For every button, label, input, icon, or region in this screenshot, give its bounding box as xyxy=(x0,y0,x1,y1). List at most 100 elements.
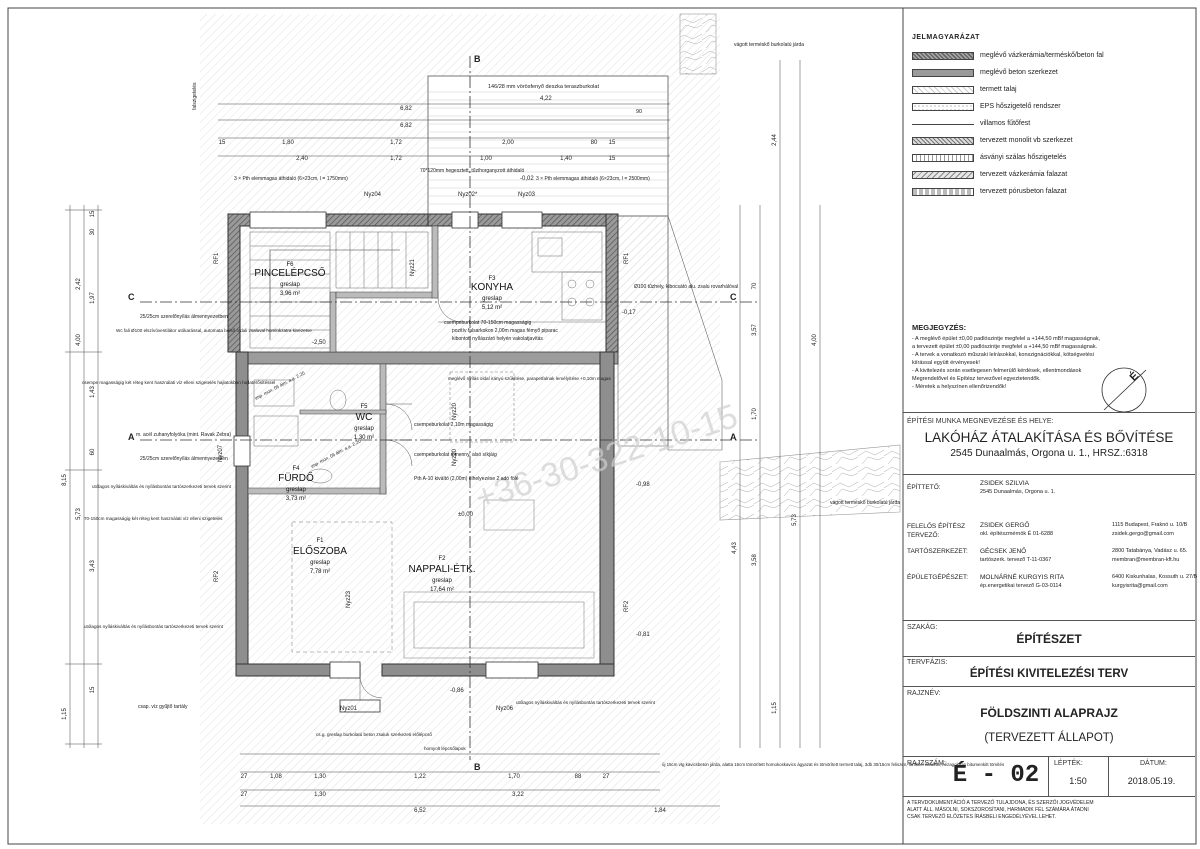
legend-label: meglévő vázkerámia/terméskő/beton fal xyxy=(980,52,1104,59)
section-a-left: A xyxy=(128,432,135,442)
legend-row: ásványi szálas hőszigetelés xyxy=(912,152,1192,166)
legend-row: termett talaj xyxy=(912,84,1192,98)
room-area-f2: 17,64 m² xyxy=(430,587,454,593)
terrace-dim: 4,22 xyxy=(540,96,552,102)
dim-top-7: 15 xyxy=(609,140,616,146)
room-code-f5: F5 xyxy=(360,404,368,410)
dim-left-9: 15 xyxy=(90,210,96,217)
room-name-f1: ELŐSZOBA xyxy=(293,543,347,557)
legend-label: tervezett monolit vb szerkezet xyxy=(980,137,1073,144)
note-meglevo: meglévő nyílás oldal irányú szűkítése, p… xyxy=(448,376,611,381)
person-detail: ép.energetikai tervező G-03-0114 xyxy=(980,583,1062,589)
dim-top-12: 15 xyxy=(609,156,616,162)
note-csempe2: csempe magasságig két réteg kent használ… xyxy=(82,380,275,385)
note-line: - A kivitelezés során esetlegesen felmer… xyxy=(912,368,1082,374)
person-detail: okl. építészmérnök É 01-6288 xyxy=(980,531,1054,537)
legend-label: tervezett pórusbeton falazat xyxy=(980,188,1067,195)
dim-bottom-3: 3,22 xyxy=(512,792,524,798)
bath-fixtures xyxy=(253,379,347,484)
dim-bottom-0: 6,52 xyxy=(414,808,426,814)
copyright-line: CSAK TERVEZŐ ELŐZETES ÍRÁSBELI ENGEDÉLYÉ… xyxy=(907,814,1057,820)
dim-top-3: 1,72 xyxy=(390,140,402,146)
person-email: membran@membran-kft.hu xyxy=(1112,557,1180,563)
room-code-f1: F1 xyxy=(316,538,324,544)
level-081: -0,81 xyxy=(636,632,650,638)
level-000: ±0,00 xyxy=(458,512,474,518)
dim-left-6: 1,97 xyxy=(90,292,96,304)
title-block-divider xyxy=(903,412,1195,413)
legend-label: villamos fűtőfest xyxy=(980,120,1031,127)
lintel-mid: 70*120mm hegesztett, tűzihorganyzott áth… xyxy=(420,168,524,174)
dim-left-3: 1,15 xyxy=(62,708,68,720)
role-label: FELELŐS ÉPÍTÉSZ TERVEZŐ: xyxy=(907,523,966,539)
note-line: - Méretek a helyszínen ellenőrizendők! xyxy=(912,384,1007,390)
legend-label: ásványi szálas hőszigetelés xyxy=(980,154,1067,161)
room-floor-f1: greslap xyxy=(310,560,330,566)
legend-swatch xyxy=(912,154,974,162)
project-label: ÉPÍTÉSI MUNKA MEGNEVEZÉSE ÉS HELYE: xyxy=(907,418,1054,425)
dim-left-1: 5,73 xyxy=(76,508,82,520)
legend-label: tervezett vázkerámia falazat xyxy=(980,171,1068,178)
person-contact: 2800 Tatabánya, Vadász u. 65. xyxy=(1112,548,1188,554)
note-pth: Pth A-10 kiváltó (2,00m) elhelyezése 2 a… xyxy=(414,476,519,482)
lintel-right: 3 × Pth elemmagas áthidaló (6×23cm, l = … xyxy=(536,176,650,182)
person-name: MOLNÁRNÉ KURGYIS RITA xyxy=(980,574,1065,581)
level-086: -0,86 xyxy=(450,688,464,694)
project-title: LAKÓHÁZ ÁTALAKÍTÁSA ÉS BŐVÍTÉSE xyxy=(924,430,1174,445)
note-csempe5: csempeburkolat álmenny. alsó síkjáig xyxy=(414,452,497,458)
title-block-divider xyxy=(903,756,1195,757)
legend-swatch xyxy=(912,69,974,77)
note-utolagos3: utólagos nyíláskiváltás és nyílásbontás … xyxy=(516,700,656,705)
rajznev-sub: (TERVEZETT ÁLLAPOT) xyxy=(984,732,1114,744)
nyz23: Nyz23 xyxy=(346,590,352,608)
nyz20b: Nyz20 xyxy=(452,448,458,466)
dim-bottom-6: 1,70 xyxy=(508,774,520,780)
dim-bottom-5: 1,22 xyxy=(414,774,426,780)
person-detail: tartószerk. tervező T-11-0367 xyxy=(980,557,1052,563)
dim-left-8: 60 xyxy=(90,448,96,455)
dim-left-5: 2,42 xyxy=(76,278,82,290)
datum-label: DÁTUM: xyxy=(1140,760,1167,767)
room-area-f3: 5,12 m² xyxy=(482,305,502,311)
person-detail: 2545 Dunaalmás, Orgona u. 1. xyxy=(980,489,1056,495)
note-jarda: új 15cm vtg kavicsbeton járda, alatta 15… xyxy=(662,762,1005,767)
dim-right-8: 70 xyxy=(752,282,758,289)
legend-row: tervezett monolit vb szerkezet xyxy=(912,135,1192,149)
rajzszam-value: É - 02 xyxy=(952,762,1040,789)
room-name-f4: FÜRDŐ xyxy=(278,470,314,484)
windows xyxy=(233,211,543,713)
legend-swatch xyxy=(912,171,974,179)
nyz03: Nyz03 xyxy=(518,192,536,198)
dim-top-11: 1,40 xyxy=(560,156,572,162)
room-name-f3: KONYHA xyxy=(471,282,514,293)
person-name: ZSIDEK SZILVIA xyxy=(980,480,1030,487)
note-line: Megrendelővel és Építész tervezővel egye… xyxy=(912,376,1041,382)
dim-left-7: 1,43 xyxy=(90,386,96,398)
title-block-divider xyxy=(1108,756,1109,796)
dim-top-1: 6,82 xyxy=(400,123,412,129)
dim-right-4: 3,58 xyxy=(752,554,758,566)
person-email: kurgyisrita@gmail.com xyxy=(1112,583,1168,589)
note-zuhany: m. acél zuhanyfolyóka (mint. Ravak Zebra… xyxy=(136,432,231,438)
datum-value: 2018.05.19. xyxy=(1127,776,1176,786)
dim-right-3: 5,73 xyxy=(792,514,798,526)
dim-bottom-1: 1,84 xyxy=(654,808,666,814)
person-contact: 6400 Kiskunhalas, Kossuth u. 27/B xyxy=(1112,574,1198,580)
title-block-divider xyxy=(1048,756,1049,796)
kitchen-fixtures xyxy=(438,231,606,323)
nyz06: Nyz06 xyxy=(496,706,514,712)
rf2-right: RF2 xyxy=(624,600,630,612)
role-label: ÉPÍTTETŐ: xyxy=(907,484,941,491)
tervfazis-label: TERVFÁZIS: xyxy=(907,659,948,666)
room-floor-f4: greslap xyxy=(286,487,306,493)
title-block-divider xyxy=(903,686,1195,687)
dim-bottom-2: 1,30 xyxy=(314,792,326,798)
dim-right-0: 2,44 xyxy=(772,134,778,146)
notes-title: MEGJEGYZÉS: xyxy=(912,323,967,332)
lintel-left: 3 × Pth elemmagas áthidaló (6×23cm, l = … xyxy=(234,176,348,182)
dim-top-9: 1,72 xyxy=(390,156,402,162)
dim-top-4: 2,00 xyxy=(502,140,514,146)
note-line: kiírással együtt érvényesek! xyxy=(912,360,980,366)
title-block-divider xyxy=(903,656,1195,657)
